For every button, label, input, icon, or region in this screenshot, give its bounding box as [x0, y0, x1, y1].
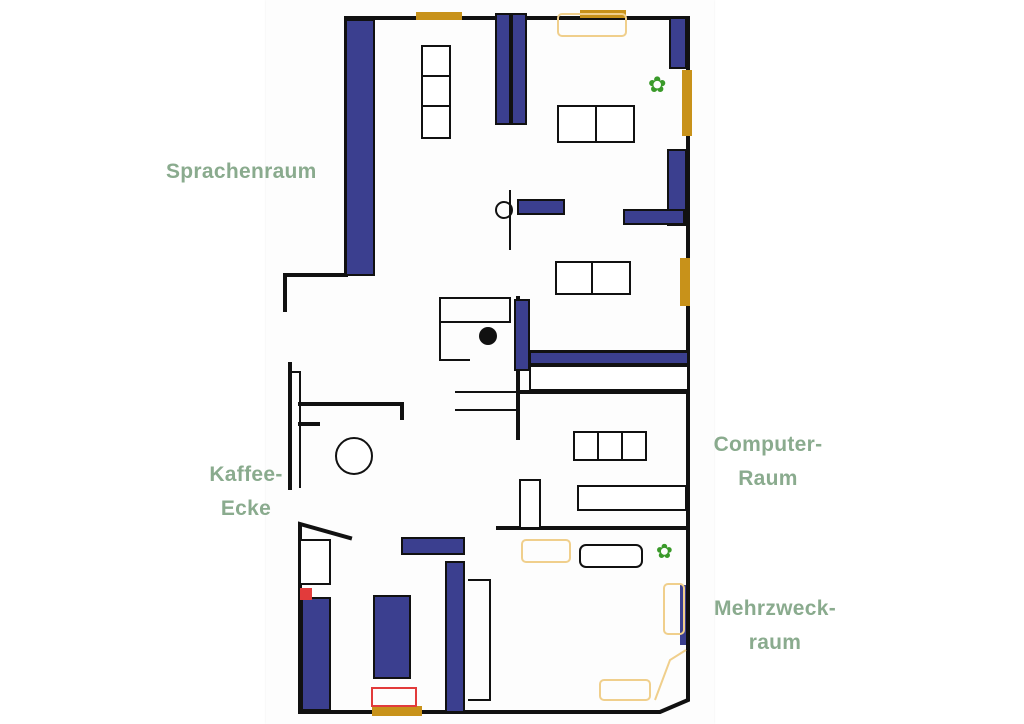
chair-icon — [495, 201, 513, 219]
room-label-sprachenraum: Sprachenraum — [166, 155, 317, 189]
table — [421, 45, 451, 139]
table — [573, 431, 647, 461]
shelf — [514, 299, 530, 371]
shelf — [517, 199, 565, 215]
shelf — [495, 13, 511, 125]
bench — [371, 687, 417, 707]
tables — [299, 45, 689, 707]
rugs — [521, 13, 687, 701]
shelves — [301, 13, 689, 713]
shelf — [373, 595, 411, 679]
fire-extinguisher-icon — [300, 588, 312, 600]
window — [682, 70, 692, 136]
window — [680, 258, 690, 306]
room-label-kaffee-ecke: Kaffee- Ecke — [198, 458, 294, 526]
room-label-text: Sprachenraum — [166, 160, 317, 183]
shelf — [529, 351, 689, 365]
shelf — [623, 209, 685, 225]
computer-desks — [577, 485, 687, 511]
plants: ✿ ✿ — [648, 72, 673, 563]
shelf — [445, 561, 465, 713]
room-label-text: Mehrzweck- — [713, 597, 837, 620]
computer-desks — [529, 365, 689, 391]
plant-icon: ✿ — [648, 72, 666, 97]
shelf — [669, 17, 687, 69]
chair-icon — [479, 327, 497, 345]
sofa — [579, 544, 643, 568]
room-label-text: raum — [748, 631, 802, 654]
shelf — [301, 597, 331, 711]
shelf — [401, 537, 465, 555]
window — [372, 706, 422, 716]
cabinet — [519, 479, 541, 529]
round-table — [335, 437, 373, 475]
counter — [299, 539, 331, 585]
room-label-text: Raum — [738, 467, 798, 490]
window — [416, 12, 462, 20]
room-label-text: Ecke — [220, 497, 272, 520]
room-label-computer-raum: Computer- Raum — [700, 428, 836, 496]
room-label-text: Kaffee- — [209, 463, 283, 486]
room-label-text: Computer- — [713, 433, 823, 456]
shelf — [511, 13, 527, 125]
plant-icon: ✿ — [656, 541, 673, 563]
shelf — [345, 19, 375, 276]
room-label-mehrzweckraum: Mehrzweck-raum — [700, 592, 850, 660]
